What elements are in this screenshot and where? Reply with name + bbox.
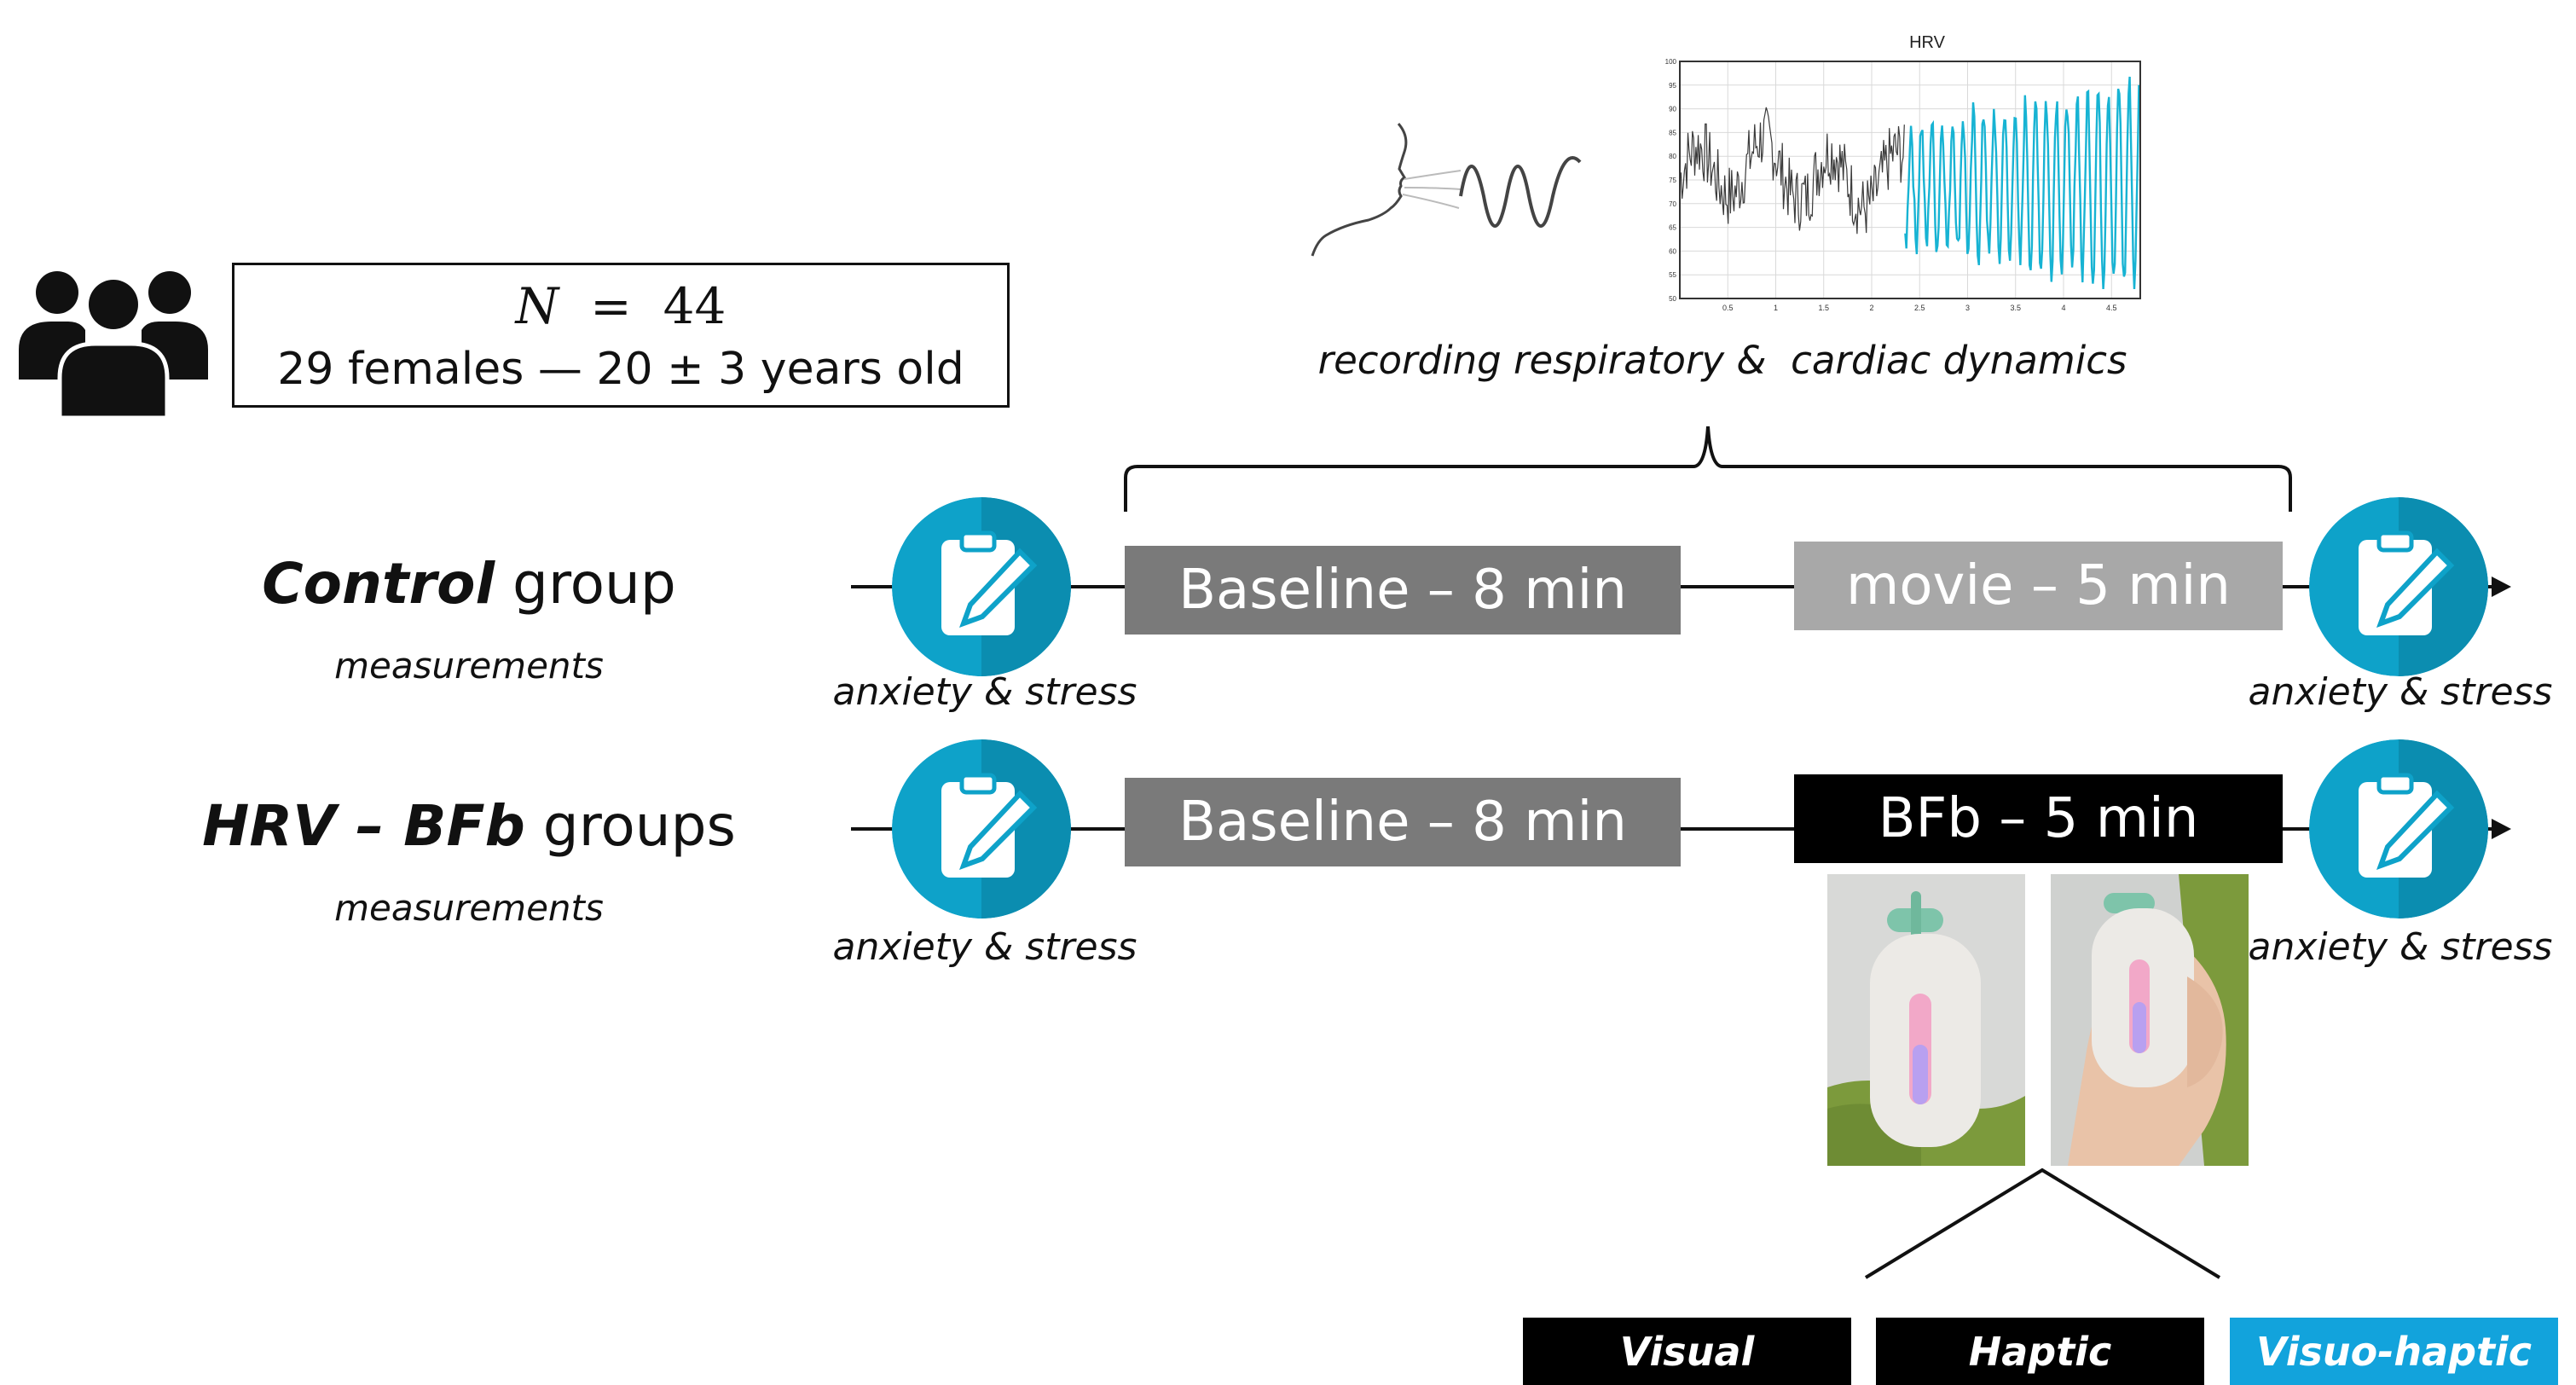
hrv-x-tick-label: 4.5 bbox=[2106, 304, 2117, 312]
control-title-bold: Control bbox=[262, 551, 495, 617]
n-symbol: N bbox=[515, 277, 559, 335]
hrv-series-baseline bbox=[1679, 107, 1905, 235]
hrv-bfb-subtitle: measurements bbox=[334, 887, 604, 929]
device-photo-standing bbox=[1827, 874, 2025, 1166]
hrv-x-tick-label: 1.5 bbox=[1818, 304, 1829, 312]
hrv-chart: HRV 100 95 90 85 80 75 70 65 60 55 50 0.5 1 1.5 2 2.5 3… bbox=[1665, 33, 2141, 312]
participants-box: N = 44 29 females — 20 ± 3 years old bbox=[232, 263, 1010, 408]
hrv-x-tick-label: 2.5 bbox=[1914, 304, 1925, 312]
hrv-bfb-post-questionnaire bbox=[2309, 739, 2488, 919]
control-pre-questionnaire bbox=[892, 497, 1071, 676]
control-movie-box: movie – 5 min bbox=[1794, 542, 2283, 630]
hrv-bfb-post-label: anxiety & stress bbox=[2248, 925, 2553, 969]
clipboard-pencil-icon bbox=[892, 497, 1071, 676]
recording-label: recording respiratory & cardiac dynamics bbox=[1317, 338, 2127, 383]
control-post-label: anxiety & stress bbox=[2248, 670, 2553, 714]
control-baseline-box: Baseline – 8 min bbox=[1125, 546, 1681, 635]
modality-visual: Visual bbox=[1523, 1318, 1851, 1385]
sample-size: N = 44 bbox=[234, 277, 1007, 335]
hrv-series-biofeedback bbox=[1904, 76, 2141, 289]
hrv-y-tick-label: 65 bbox=[1669, 224, 1676, 232]
hrv-y-tick-label: 70 bbox=[1669, 200, 1676, 208]
control-post-questionnaire bbox=[2309, 497, 2488, 676]
modality-visuo-haptic: Visuo-haptic bbox=[2230, 1318, 2558, 1385]
hrv-y-tick-label: 55 bbox=[1669, 271, 1676, 279]
n-value: 44 bbox=[663, 277, 726, 335]
face-breathing-icon bbox=[1311, 123, 1582, 257]
control-group-title: Control group bbox=[128, 551, 810, 617]
n-equals: = bbox=[590, 277, 632, 335]
hrv-y-tick-label: 80 bbox=[1669, 153, 1676, 160]
hrv-y-tick-label: 60 bbox=[1669, 247, 1676, 255]
hrv-x-tick-label: 1 bbox=[1774, 304, 1778, 312]
hrv-bfb-pre-questionnaire bbox=[892, 739, 1071, 919]
hrv-x-tick-label: 3.5 bbox=[2010, 304, 2021, 312]
hrv-x-tick-label: 0.5 bbox=[1722, 304, 1734, 312]
hrv-y-tick-label: 85 bbox=[1669, 129, 1676, 136]
recording-brace bbox=[1124, 426, 2292, 512]
clipboard-pencil-icon bbox=[2309, 739, 2488, 919]
hrv-y-tick-label: 75 bbox=[1669, 177, 1676, 184]
hrv-x-tick-label: 4 bbox=[2061, 304, 2065, 312]
hrv-y-tick-label: 95 bbox=[1669, 82, 1676, 90]
demographics-text: 29 females — 20 ± 3 years old bbox=[277, 344, 964, 395]
hrv-bfb-task-box: BFb – 5 min bbox=[1794, 774, 2283, 863]
hrv-y-tick-label: 50 bbox=[1669, 295, 1676, 303]
device-photo-hand bbox=[2051, 874, 2249, 1166]
hrv-plot-frame bbox=[1679, 61, 2141, 299]
hrv-bfb-baseline-box: Baseline – 8 min bbox=[1125, 778, 1681, 866]
hrv-x-tick-label: 3 bbox=[1965, 304, 1970, 312]
clipboard-pencil-icon bbox=[2309, 497, 2488, 676]
hrv-y-tick-label: 90 bbox=[1669, 106, 1676, 113]
control-subtitle: measurements bbox=[334, 645, 604, 687]
control-title-rest: group bbox=[495, 551, 676, 617]
hrv-chart-title: HRV bbox=[1909, 33, 1946, 52]
hrv-bfb-group-title: HRV – BFb groups bbox=[128, 793, 810, 859]
modality-haptic: Haptic bbox=[1876, 1318, 2204, 1385]
hrv-x-tick-label: 2 bbox=[1869, 304, 1873, 312]
people-group-icon bbox=[19, 271, 208, 418]
control-pre-label: anxiety & stress bbox=[832, 670, 1137, 714]
hrv-y-tick-label: 100 bbox=[1665, 58, 1677, 66]
hrv-bfb-pre-label: anxiety & stress bbox=[832, 925, 1137, 969]
clipboard-pencil-icon bbox=[892, 739, 1071, 919]
hrv-bfb-title-bold: HRV – BFb bbox=[202, 793, 525, 859]
hrv-bfb-title-rest: groups bbox=[524, 793, 736, 859]
